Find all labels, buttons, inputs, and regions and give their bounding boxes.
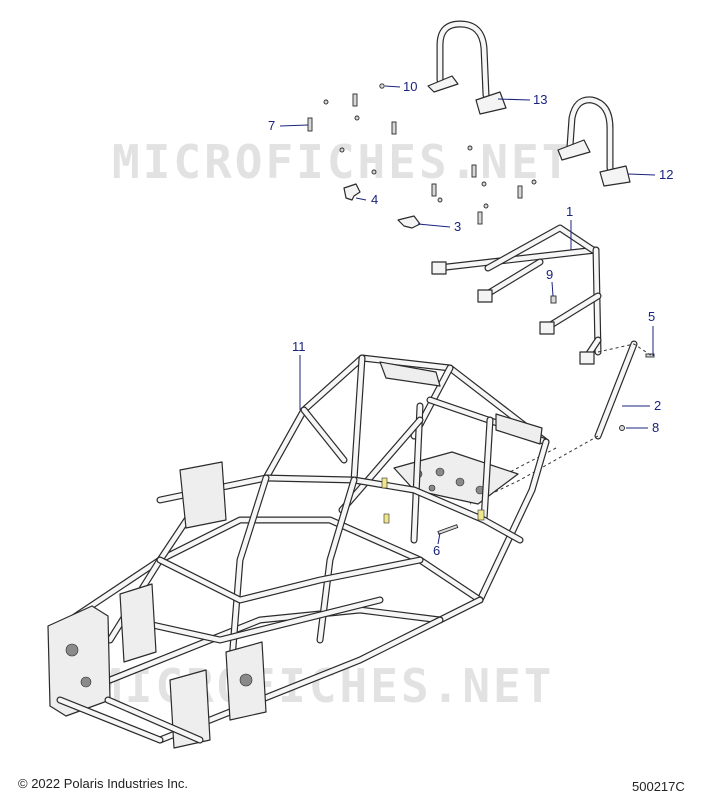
callout-7: 7: [268, 118, 309, 133]
callout-11: 11: [292, 339, 306, 410]
svg-text:6: 6: [433, 543, 440, 558]
callout-4: 4: [355, 192, 378, 207]
svg-text:5: 5: [648, 309, 655, 324]
svg-text:11: 11: [292, 339, 306, 354]
copyright-notice: © 2022 Polaris Industries Inc.: [18, 776, 188, 791]
grab-bar-rear-left: [427, 20, 507, 115]
callout-2: 2: [622, 398, 661, 413]
svg-text:4: 4: [371, 192, 378, 207]
svg-text:8: 8: [652, 420, 659, 435]
bracket-4: [343, 183, 361, 201]
bracket-3: [397, 215, 421, 229]
rear-subframe: [431, 224, 602, 365]
svg-text:10: 10: [403, 79, 417, 94]
callout-9: 9: [546, 267, 554, 297]
assembly-line-1: [597, 343, 653, 357]
watermark-bottom: MICROFICHES.NET: [94, 659, 554, 713]
svg-text:13: 13: [533, 92, 547, 107]
callout-13: 13: [497, 92, 547, 107]
callout-3: 3: [417, 219, 461, 234]
svg-text:7: 7: [268, 118, 275, 133]
grab-bar-rear-right: [557, 96, 631, 187]
diagram-number: 500217C: [632, 779, 685, 794]
main-chassis-frame: [47, 354, 550, 749]
callout-12: 12: [627, 167, 673, 182]
watermark-top: MICROFICHES.NET: [112, 135, 572, 189]
callout-5: 5: [648, 309, 655, 356]
pin-6: [437, 524, 459, 535]
svg-text:12: 12: [659, 167, 673, 182]
callout-10: 10: [384, 79, 417, 94]
callout-8: 8: [626, 420, 659, 435]
brace-tube: [594, 340, 655, 440]
assembly-line-3: [505, 447, 557, 475]
svg-text:2: 2: [654, 398, 661, 413]
callout-1: 1: [566, 204, 573, 250]
svg-text:1: 1: [566, 204, 573, 219]
hardware-group: [307, 83, 557, 304]
callout-6: 6: [433, 532, 441, 558]
svg-text:3: 3: [454, 219, 461, 234]
svg-text:9: 9: [546, 267, 553, 282]
